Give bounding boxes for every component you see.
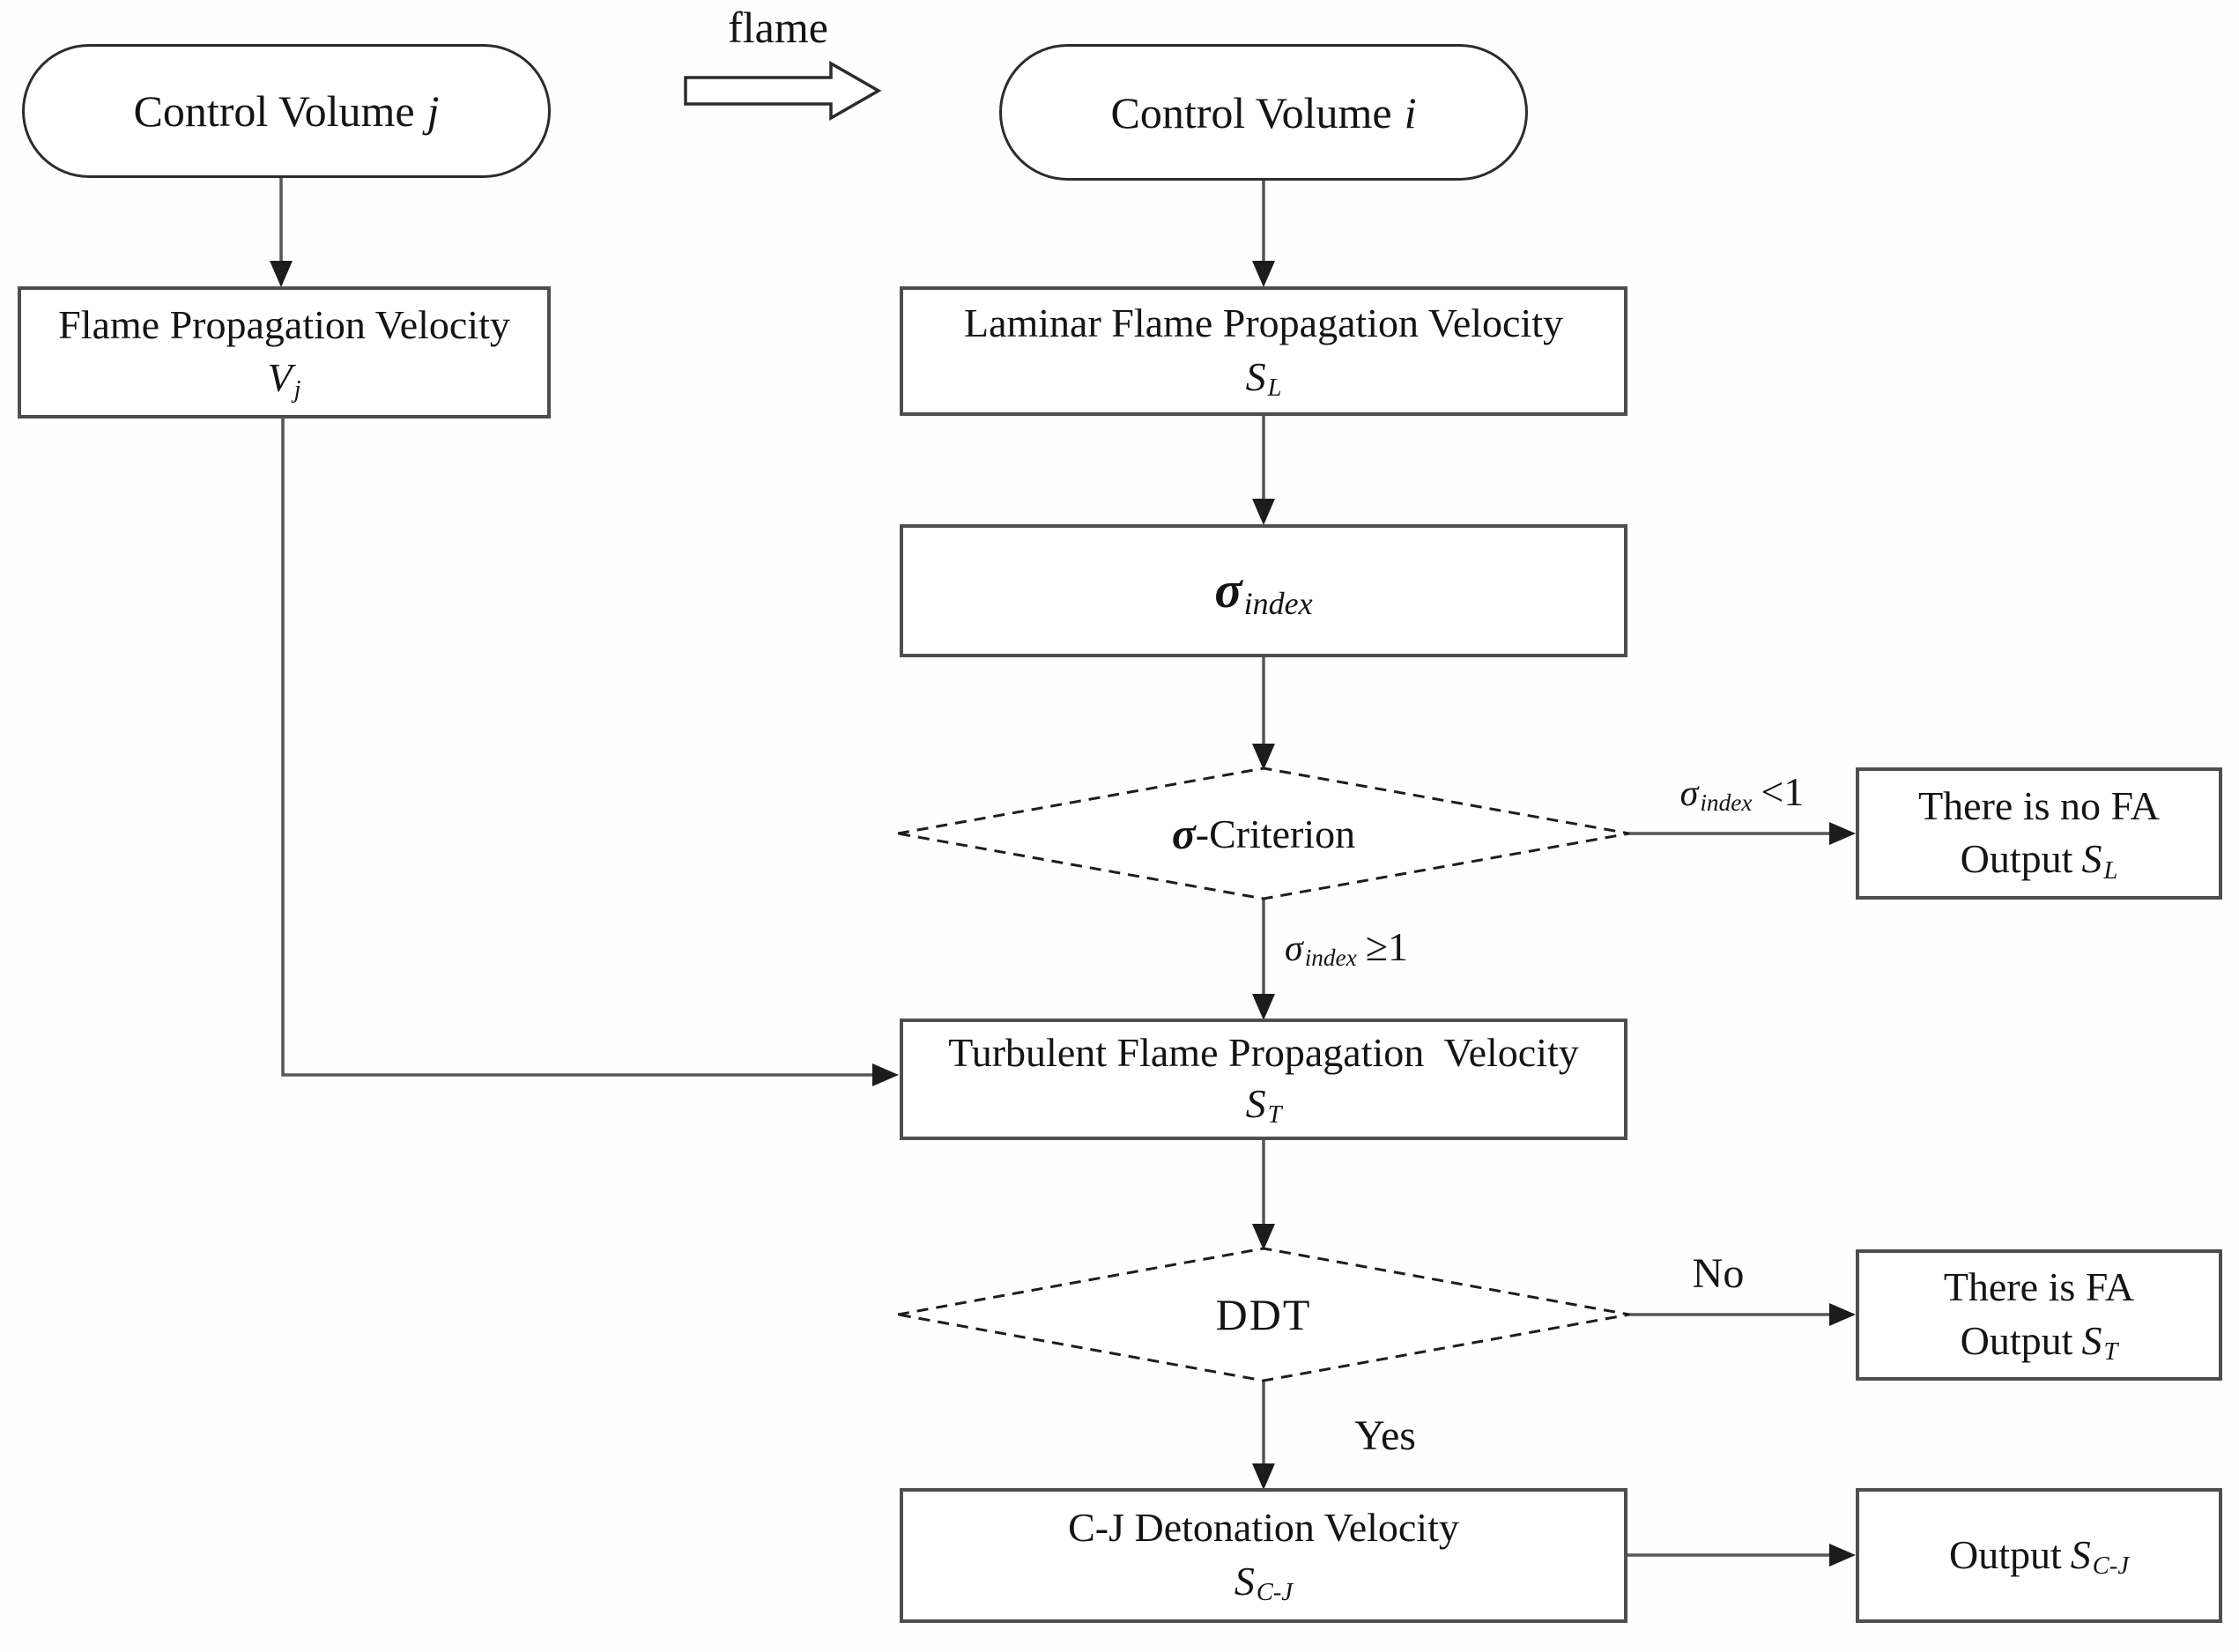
- arrowhead-laminar-sigma: [1252, 499, 1275, 525]
- sigma-index-box: σindex: [900, 524, 1627, 657]
- no-fa-subscript: L: [2103, 856, 2118, 885]
- cj-symbol: S: [1234, 1558, 1255, 1604]
- flame-label: flame: [728, 3, 828, 52]
- branch-label-sigma-ge1: σindex ≥1: [1285, 923, 1408, 972]
- edge-vj-turbulent: [281, 419, 893, 1077]
- vj-line1: Flame Propagation Velocity: [58, 301, 510, 347]
- cj-detonation-velocity-box: C-J Detonation Velocity SC-J: [900, 1488, 1627, 1623]
- arrowhead-ddt-fa: [1829, 1303, 1856, 1326]
- fa-subscript: T: [2103, 1338, 2118, 1367]
- sigma-criterion-label: σ-Criterion: [911, 804, 1616, 863]
- arrowhead-criterion-nofa: [1829, 822, 1856, 845]
- fa-symbol: S: [2081, 1317, 2102, 1363]
- vj-symbol: V: [267, 355, 293, 401]
- laminar-subscript: L: [1267, 374, 1282, 403]
- arrowhead-ddt-cj: [1252, 1463, 1275, 1490]
- cj-line1: C-J Detonation Velocity: [1068, 1505, 1459, 1551]
- fa-output-word: Output: [1960, 1317, 2073, 1363]
- control-volume-i-text: Control Volume: [1110, 87, 1392, 137]
- control-volume-j-var: j: [426, 86, 440, 136]
- sigma-criterion-text: -Criterion: [1195, 811, 1356, 856]
- flame-propagation-velocity-box: Flame Propagation Velocity Vj: [18, 286, 551, 419]
- laminar-symbol-line: SL: [1246, 351, 1282, 405]
- output-word: Output: [1949, 1531, 2062, 1577]
- flame-block-arrow-icon: [684, 60, 882, 122]
- turbulent-line1: Turbulent Flame Propagation Velocity: [948, 1030, 1579, 1076]
- arrowhead-vj-turbulent: [872, 1063, 899, 1086]
- sigma-criterion-diamond: [897, 767, 1630, 900]
- sigma-index-symbol: σ: [1214, 560, 1242, 619]
- no-fa-symbol: S: [2081, 836, 2102, 882]
- branch-label-no: No: [1692, 1250, 1745, 1297]
- output-subscript: C-J: [2092, 1552, 2129, 1580]
- branch-label-sigma-lt1: σindex <1: [1650, 768, 1835, 817]
- sigma-criterion-symbol: σ: [1171, 809, 1196, 858]
- laminar-line1: Laminar Flame Propagation Velocity: [963, 300, 1564, 346]
- arrowhead-sigma-criterion: [1252, 744, 1275, 770]
- sigma-index-symbol-line: σindex: [1214, 557, 1312, 625]
- branch-ge1-symbol: σ: [1285, 929, 1303, 969]
- laminar-symbol: S: [1245, 353, 1266, 399]
- branch-label-yes: Yes: [1354, 1412, 1416, 1459]
- arrowhead-cvj-vj: [270, 261, 293, 287]
- branch-ge1-subscript: index: [1304, 945, 1357, 971]
- turbulent-symbol-line: ST: [1246, 1078, 1282, 1131]
- sigma-index-subscript: index: [1243, 585, 1313, 621]
- vj-subscript: j: [293, 375, 301, 404]
- laminar-flame-velocity-box: Laminar Flame Propagation Velocity SL: [900, 286, 1627, 416]
- no-fa-line1: There is no FA: [1918, 782, 2160, 828]
- control-volume-j-text: Control Volume: [133, 86, 415, 136]
- branch-ge1-operator: ≥1: [1365, 924, 1409, 969]
- arrowhead-cj-output: [1829, 1544, 1856, 1567]
- turbulent-subscript: T: [1267, 1101, 1282, 1130]
- vj-symbol-line: Vj: [267, 352, 300, 406]
- ddt-diamond: [897, 1247, 1630, 1382]
- no-fa-output-word: Output: [1960, 836, 2073, 882]
- turbulent-flame-velocity-box: Turbulent Flame Propagation Velocity ST: [900, 1019, 1627, 1140]
- arrowhead-cvi-laminar: [1252, 261, 1275, 287]
- arrowhead-criterion-turbulent: [1252, 994, 1275, 1020]
- branch-lt1-symbol: σ: [1679, 774, 1699, 814]
- branch-lt1-subscript: index: [1700, 789, 1753, 816]
- cj-symbol-line: SC-J: [1234, 1555, 1293, 1610]
- branch-lt1-operator: <1: [1761, 769, 1805, 814]
- cj-subscript: C-J: [1256, 1579, 1294, 1607]
- control-volume-i-var: i: [1404, 87, 1417, 137]
- fa-line1: There is FA: [1943, 1264, 2135, 1310]
- arrowhead-turbulent-ddt: [1252, 1224, 1275, 1250]
- turbulent-symbol: S: [1245, 1080, 1266, 1126]
- output-symbol: S: [2070, 1531, 2091, 1577]
- ddt-label: DDT: [1215, 1290, 1312, 1339]
